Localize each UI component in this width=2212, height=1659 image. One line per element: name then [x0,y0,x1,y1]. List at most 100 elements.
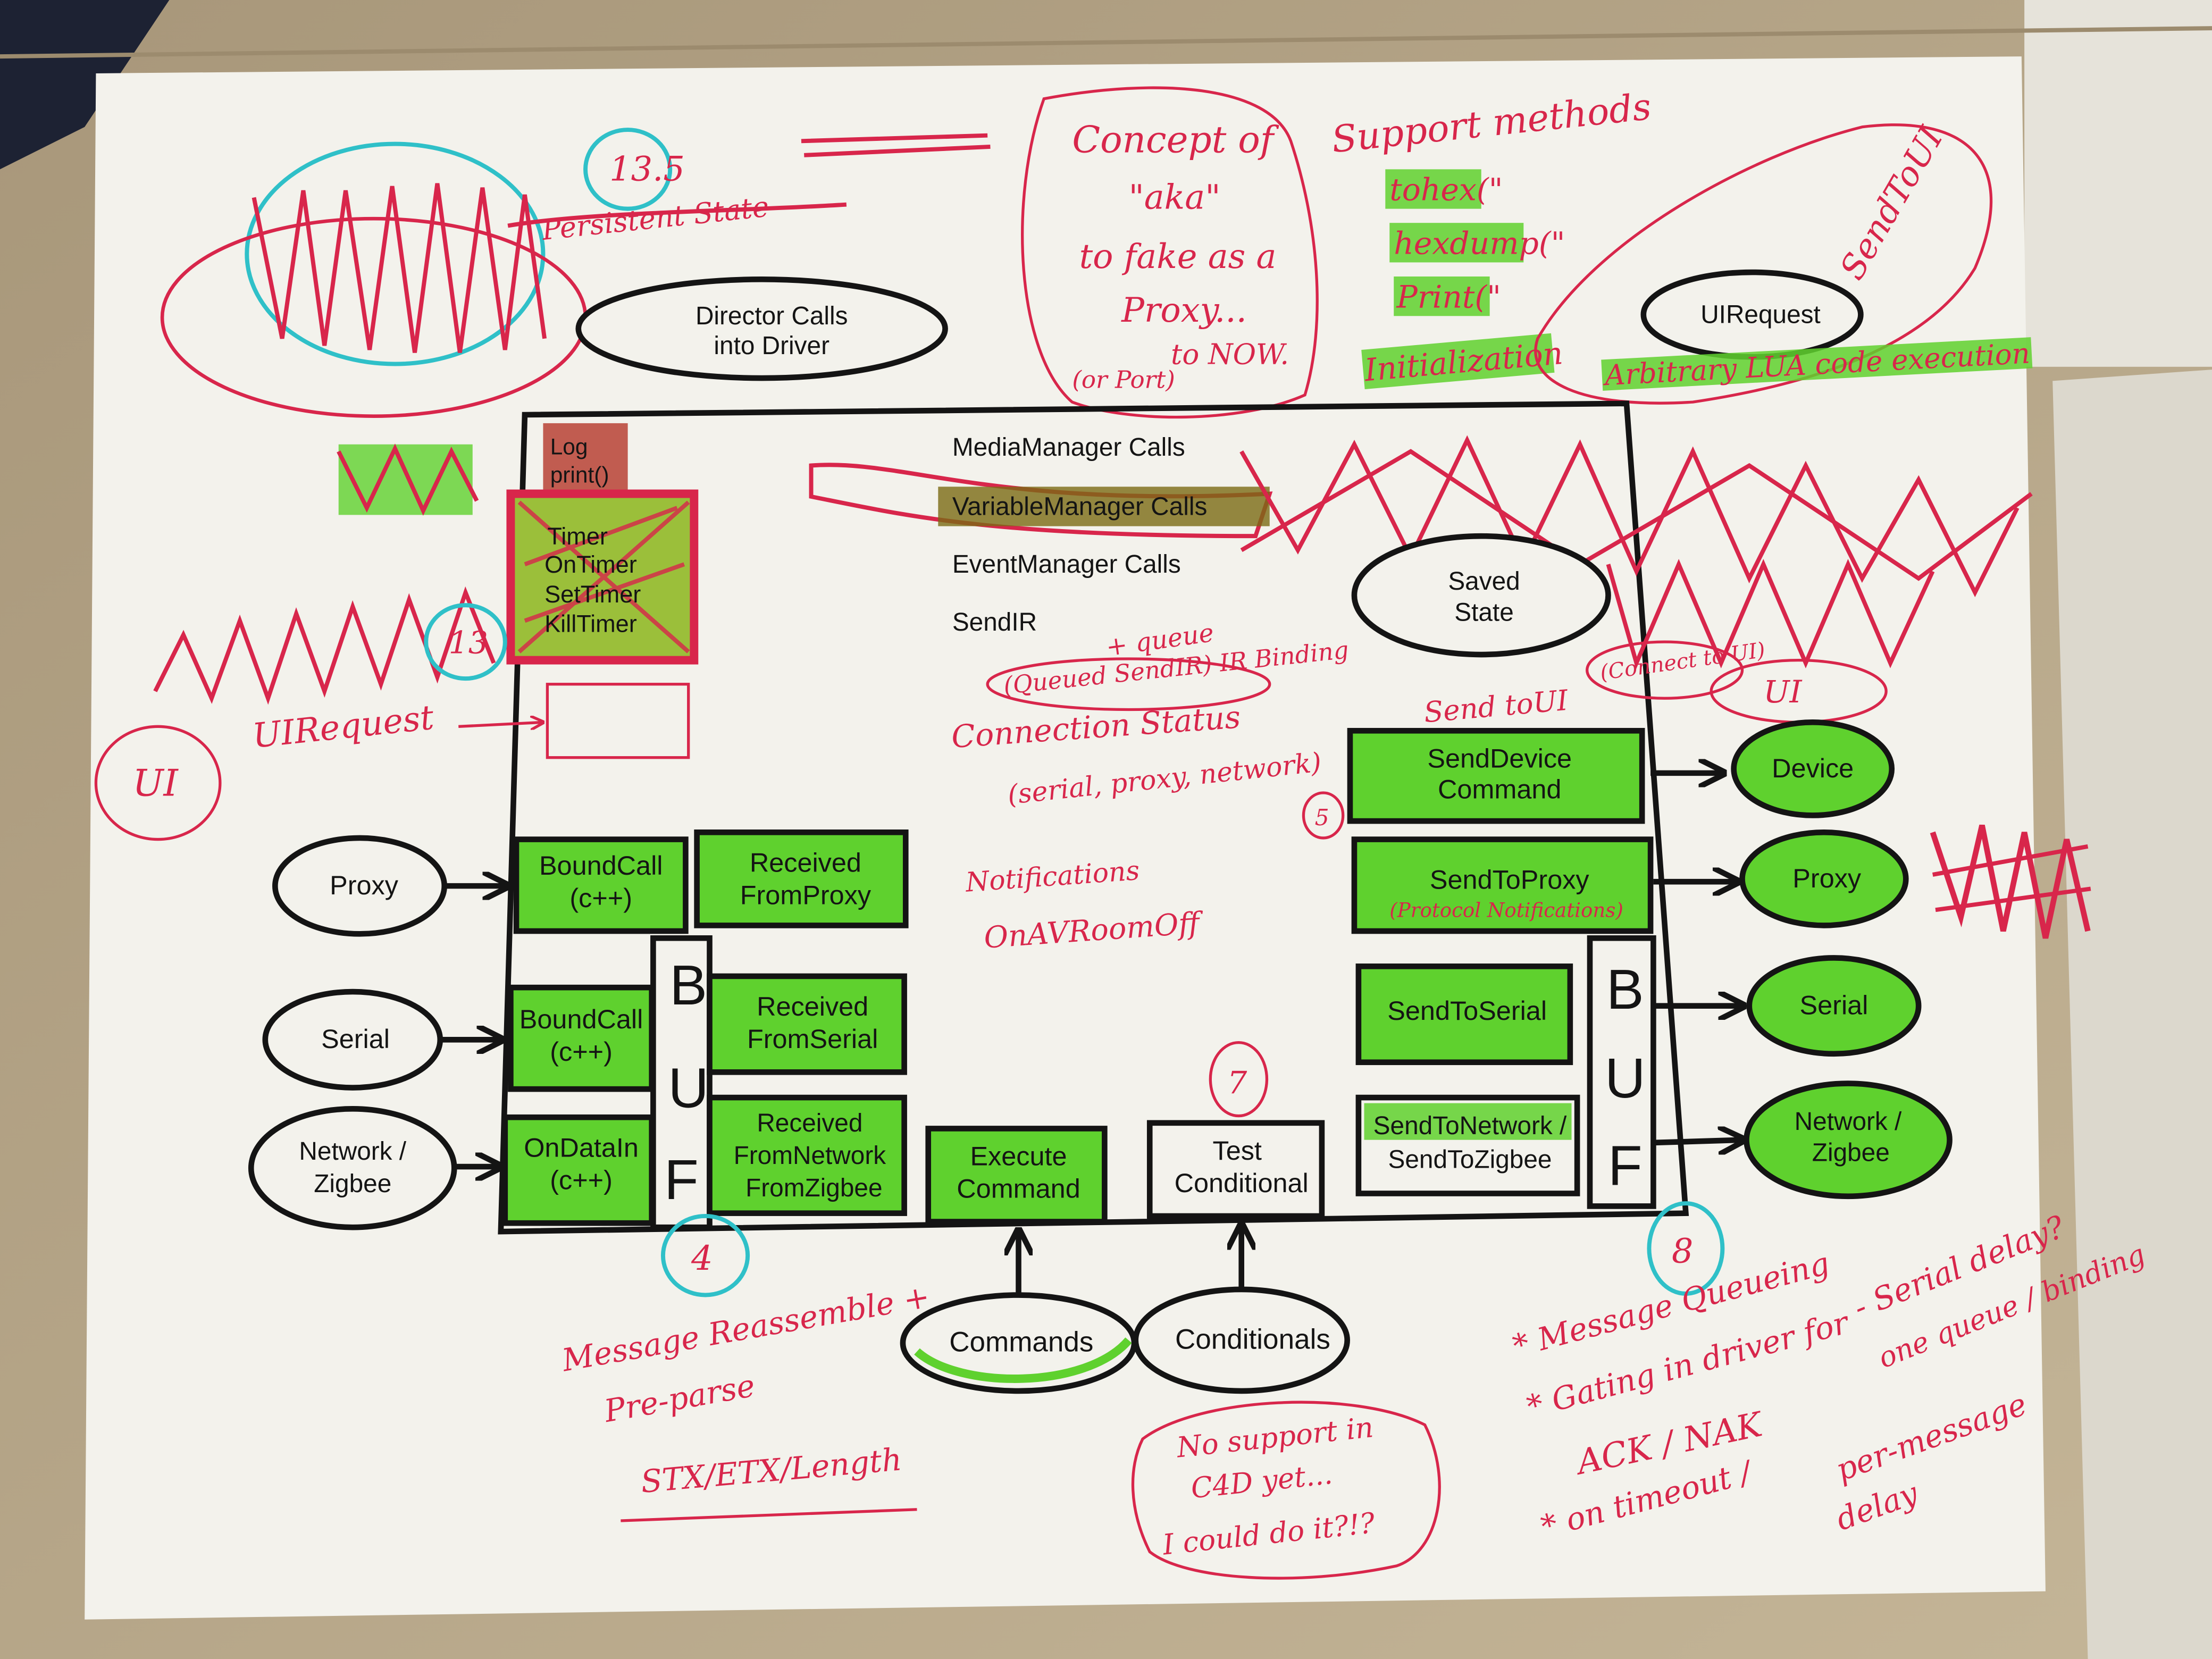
table-seam [0,26,2212,59]
director-calls-ellipse [575,276,948,381]
concept-line5: (or Port) [1072,366,1175,394]
dark-corner [0,0,170,170]
received-from-proxy-box [694,829,909,928]
boundcall-proxy-line1: BoundCall [539,850,663,881]
boundcall-serial-line1: BoundCall [520,1004,643,1034]
device-label: Device [1772,753,1854,783]
buf-left [650,935,713,1230]
sendir-label: SendIR [952,608,1037,636]
concept-line3: to fake as a [1079,237,1277,276]
proxy-in-label: Proxy [330,870,399,900]
log-label: Log [550,434,588,459]
number-13: 13 [449,624,488,660]
execute-command-line2: Command [957,1173,1080,1203]
network-in-ellipse [248,1106,457,1230]
received-from-serial-box [707,973,907,1075]
send-to-network-line2: SendToZigbee [1388,1146,1552,1174]
ontimer-label: OnTimer [544,551,637,578]
received-from-proxy-line1: Received [750,848,861,878]
test-conditional-line2: Conditional [1175,1168,1309,1198]
killtimer-label: KillTimer [544,610,637,638]
network-out-line2: Zigbee [1812,1138,1890,1167]
timer-label: Timer [547,523,608,550]
settimer-label: SetTimer [544,581,641,608]
buf-left-f: F [664,1149,699,1211]
director-calls-line1: Director Calls [696,302,848,330]
send-to-serial-label: SendToSerial [1387,995,1547,1026]
number-5: 5 [1315,805,1329,831]
concept-line6: to NOW. [1171,338,1289,371]
scribble-proxy-right [1930,824,2091,939]
received-from-network-line1: Received [757,1109,862,1137]
state-label: State [1454,598,1514,626]
network-out-ellipse [1744,1080,1953,1200]
buf-left-b: B [669,954,707,1017]
serial-out-ellipse [1746,955,1922,1057]
received-from-network-box [707,1094,907,1216]
received-from-network-line3: FromZigbee [745,1174,882,1202]
received-from-serial-line2: FromSerial [747,1024,878,1054]
driver-box [498,400,1689,1235]
proxy-out-label: Proxy [1792,863,1862,893]
saved-label: Saved [1448,567,1520,596]
network-out-line1: Network / [1795,1108,1902,1136]
boundcall-proxy-line2: (c++) [569,883,632,913]
support-hexdump: hexdump(" [1394,225,1565,262]
serial-in-label: Serial [321,1024,390,1054]
variablemanager-calls: VariableManager Calls [952,492,1208,521]
number-8: 8 [1672,1231,1694,1271]
protocol-notifications-note: (Protocol Notifications) [1389,899,1623,921]
buf-left-u: U [668,1057,709,1120]
scribble-upper-right [1239,435,2020,598]
wall-strip-right [2024,0,2212,367]
send-to-serial-box [1355,963,1573,1066]
buf-right-u: U [1605,1047,1646,1110]
buf-right [1587,935,1656,1209]
proxy-out-ellipse [1739,829,1909,928]
number-4: 4 [691,1239,713,1278]
serial-out-label: Serial [1800,990,1869,1020]
eventmanager-calls: EventManager Calls [952,550,1181,579]
send-device-command-box [1347,727,1645,824]
test-conditional-line1: Test [1213,1135,1262,1166]
commands-label: Commands [949,1327,1093,1358]
director-calls-line2: into Driver [714,332,830,360]
mediamanager-calls: MediaManager Calls [952,433,1185,462]
device-ellipse [1731,719,1895,818]
concept-line2: "aka" [1128,178,1220,217]
buf-right-b: B [1606,958,1644,1021]
sendtoui-bubble [1534,123,1993,405]
received-from-serial-line1: Received [757,991,868,1021]
number-13-5: 13.5 [609,150,685,189]
number-7: 7 [1227,1065,1247,1101]
paper-right [2052,370,2212,1659]
support-tohex: tohex(" [1389,172,1503,208]
saved-state-ellipse [1351,533,1611,658]
ui-bubble-left: UI [132,762,179,805]
support-print: Print(" [1396,279,1501,315]
test-conditional-box [1146,1120,1325,1219]
conditionals-ellipse [1133,1286,1350,1394]
network-in-line2: Zigbee [314,1170,391,1198]
print-label: print() [550,462,609,487]
ui-bubble-right: UI [1763,674,1802,710]
concept-line1: Concept of [1072,119,1279,162]
send-device-line2: Command [1438,774,1561,805]
boundcall-proxy-box [513,836,689,934]
send-to-proxy-box [1351,836,1654,934]
send-device-line1: SendDevice [1427,743,1572,773]
execute-command-line1: Execute [970,1141,1067,1171]
boundcall-serial-box [508,984,655,1092]
ondatain-line2: (c++) [550,1165,613,1195]
conditionals-label: Conditionals [1175,1323,1330,1355]
received-from-proxy-line2: FromProxy [740,880,872,910]
concept-aka-bubble: Concept of "aka" to fake as a Proxy... (… [1021,86,1319,419]
received-from-network-line2: FromNetwork [734,1142,886,1170]
ondatain-line1: OnDataIn [524,1133,639,1163]
boundcall-serial-line2: (c++) [550,1036,613,1067]
send-to-network-line1: SendToNetwork / [1373,1112,1567,1140]
uirequest-label: UIRequest [1700,301,1821,329]
send-to-proxy-label: SendToProxy [1430,864,1590,894]
execute-command-box [925,1126,1108,1225]
